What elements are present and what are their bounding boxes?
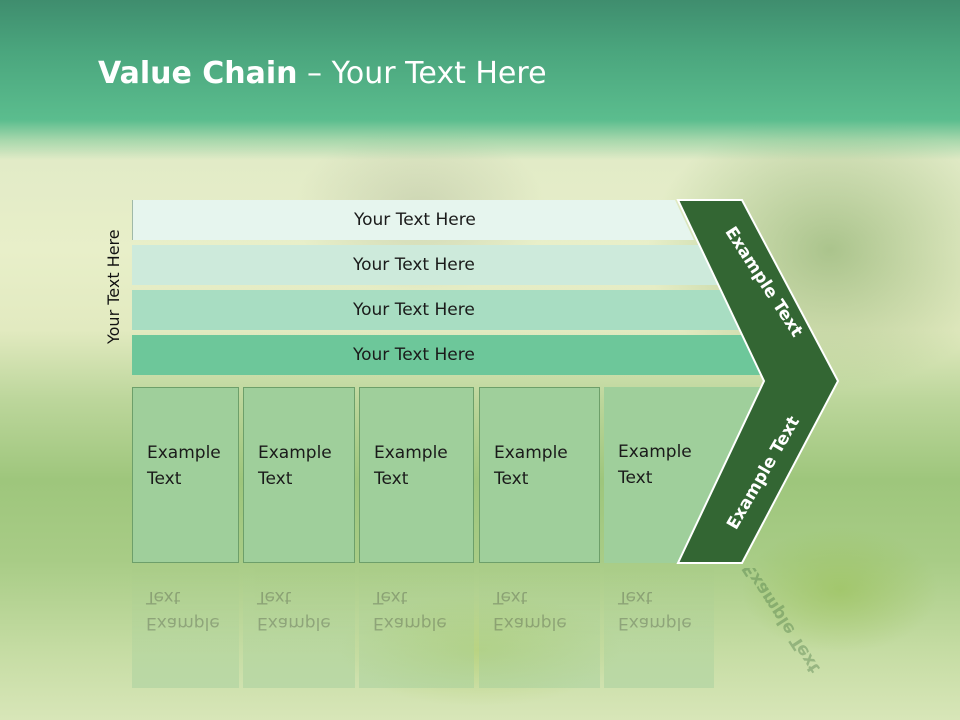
activity-box-1-line2: Text [147,469,182,489]
slide-title-rest: – Your Text Here [297,56,547,91]
activity-box-2-line2: Text [258,469,293,489]
activity-box-2-line1: Example [258,443,332,463]
reflection-box-5: Example Text [604,568,714,688]
reflection-box-2-line2: Text [257,587,292,607]
reflection-chevron-label: Example Text [738,568,825,677]
activity-box-5-line1: Example [618,442,692,462]
reflection-box-3-line2: Text [373,587,408,607]
reflection-box-3-line1: Example [373,613,447,633]
activity-box-4: Example Text [479,387,600,563]
reflection-box-5-line1: Example [618,613,692,633]
reflection-box-1-line2: Text [146,587,181,607]
activity-box-3-line1: Example [374,443,448,463]
value-bar-2: Your Text Here [132,245,718,285]
reflection-box-4-line2: Text [493,587,528,607]
value-bar-1: Your Text Here [132,200,694,240]
reflection: Example Text Example Text Example Text E… [0,568,960,720]
reflection-box-1-line1: Example [146,613,220,633]
slide-title: Value Chain – Your Text Here [98,52,547,96]
slide-title-bold: Value Chain [98,56,298,91]
activity-box-4-line1: Example [494,443,568,463]
side-axis-label: Your Text Here [104,229,123,345]
reflection-box-2-line1: Example [257,613,331,633]
activity-box-5: Example Text [604,387,764,563]
activity-box-3: Example Text [359,387,474,563]
title-band [0,0,960,160]
value-bar-3: Your Text Here [132,290,742,330]
activity-box-2: Example Text [243,387,355,563]
activity-box-1-line1: Example [147,443,221,463]
reflection-box-3: Example Text [359,568,474,688]
reflection-box-4: Example Text [479,568,600,688]
activity-box-1: Example Text [132,387,239,563]
value-bar-4: Your Text Here [132,335,766,375]
reflection-box-4-line1: Example [493,613,567,633]
activity-box-3-line2: Text [374,469,409,489]
activity-box-5-line2: Text [618,468,653,488]
reflection-box-1: Example Text [132,568,239,688]
reflection-box-2: Example Text [243,568,355,688]
reflection-box-5-line2: Text [618,587,653,607]
activity-box-4-line2: Text [494,469,529,489]
